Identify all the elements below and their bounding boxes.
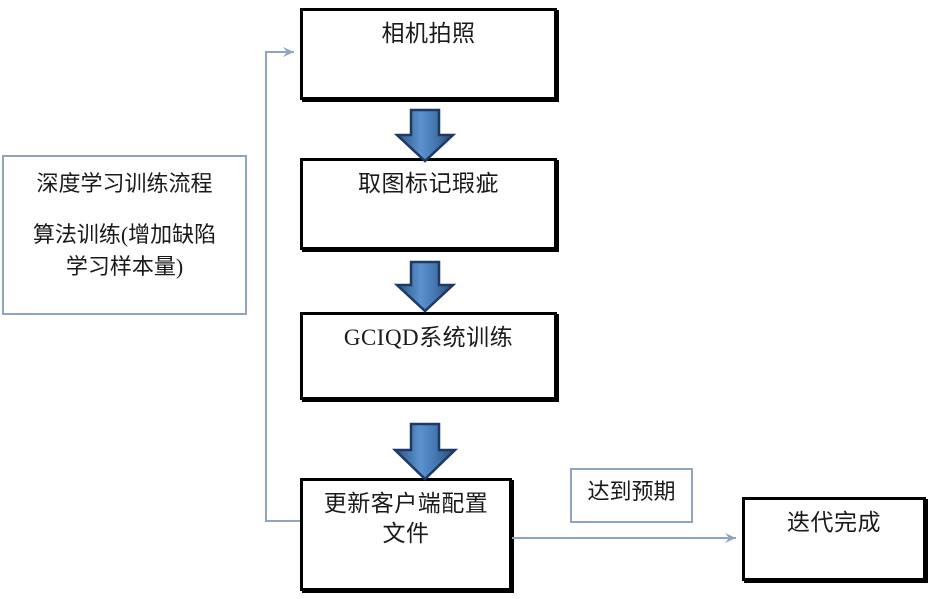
- node-done-label: 迭代完成: [787, 510, 881, 535]
- arrow-capture-to-annotate: [393, 108, 457, 163]
- feedback-loop-connector: [265, 47, 300, 522]
- node-annotate-label: 取图标记瑕疵: [358, 171, 499, 196]
- node-annotate[interactable]: 取图标记瑕疵: [300, 158, 557, 250]
- node-update[interactable]: 更新客户端配置 文件: [300, 478, 512, 591]
- note-training-process[interactable]: 深度学习训练流程 算法训练(增加缺陷 学习样本量): [2, 155, 247, 315]
- node-capture-label: 相机拍照: [381, 21, 476, 46]
- node-done[interactable]: 迭代完成: [742, 497, 926, 581]
- note-reach-expectation[interactable]: 达到预期: [570, 468, 693, 523]
- note-reach-expectation-label: 达到预期: [587, 479, 676, 504]
- arrow-train-to-update: [391, 422, 459, 481]
- node-train[interactable]: GCIQD系统训练: [300, 312, 557, 400]
- node-capture[interactable]: 相机拍照: [300, 8, 557, 100]
- note-training-process-line2: 算法训练(增加缺陷 学习样本量): [32, 222, 217, 279]
- node-train-label: GCIQD系统训练: [343, 325, 514, 350]
- node-update-label: 更新客户端配置 文件: [323, 491, 489, 546]
- note-training-process-line1: 深度学习训练流程: [36, 171, 213, 196]
- arrow-annotate-to-train: [393, 260, 457, 313]
